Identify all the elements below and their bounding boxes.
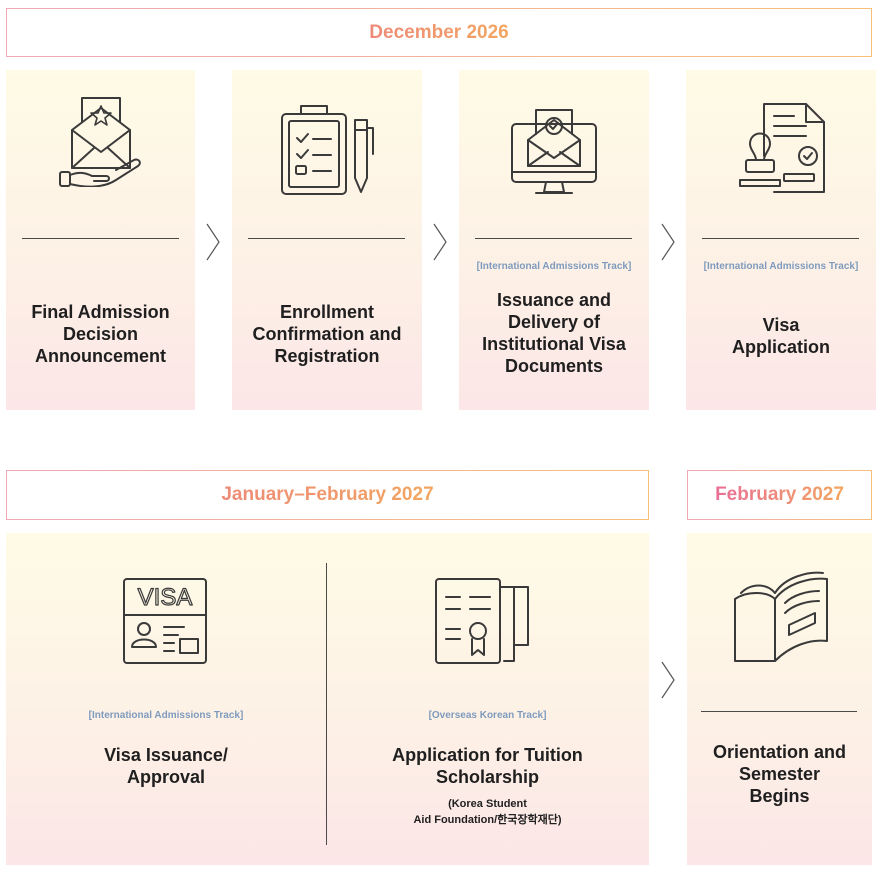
step-card-final-admission: Final Admission Decision Announcement	[6, 70, 195, 410]
divider-rule	[475, 238, 632, 239]
chevron-right-icon	[660, 222, 676, 262]
track-label: [International Admissions Track]	[88, 710, 244, 721]
step-card-visa-documents: [International Admissions Track] Issuanc…	[459, 70, 649, 410]
step-subtitle: (Korea Student Aid Foundation/한국장학재단)	[413, 798, 562, 826]
header-december-2026: December 2026	[6, 8, 872, 57]
step-card-orientation: Orientation and Semester Begins	[687, 533, 872, 865]
divider-rule	[22, 238, 179, 239]
chevron-right-icon	[432, 222, 448, 262]
divider-rule	[701, 711, 857, 712]
svg-text:VISA: VISA	[138, 584, 193, 611]
divider-rule	[248, 238, 405, 239]
step-title: Visa Issuance/ Approval	[104, 745, 228, 787]
step-title: Issuance and Delivery of Institutional V…	[482, 290, 626, 376]
track-label: [International Admissions Track]	[476, 261, 632, 272]
header-feb-2027: February 2027	[687, 470, 872, 520]
chevron-right-icon	[660, 660, 676, 700]
step-card-visa-scholarship: VISA [International Admissions Track] Vi…	[6, 533, 649, 865]
track-label: [Overseas Korean Track]	[428, 710, 547, 721]
track-label: [International Admissions Track]	[703, 261, 859, 272]
envelope-hand-icon	[56, 92, 146, 187]
certificate-scroll-icon	[432, 573, 536, 667]
step-title: Orientation and Semester Begins	[712, 742, 846, 806]
vertical-divider	[326, 563, 327, 845]
open-book-icon	[731, 569, 831, 669]
header-jan-feb-2027-text: January–February 2027	[221, 484, 434, 505]
step-title: Visa Application	[732, 315, 830, 357]
header-jan-feb-2027: January–February 2027	[6, 470, 649, 520]
step-card-visa-application: [International Admissions Track] Visa Ap…	[686, 70, 876, 410]
step-title: Final Admission Decision Announcement	[31, 302, 170, 366]
monitor-email-icon	[506, 100, 602, 196]
header-feb-2027-text: February 2027	[715, 484, 844, 505]
header-december-2026-text: December 2026	[369, 21, 509, 43]
divider-rule	[702, 238, 859, 239]
visa-card-icon: VISA	[120, 575, 210, 667]
clipboard-checklist-icon	[277, 102, 377, 198]
step-title: Enrollment Confirmation and Registration	[252, 302, 402, 366]
chevron-right-icon	[205, 222, 221, 262]
step-card-enrollment: Enrollment Confirmation and Registration	[232, 70, 422, 410]
document-stamp-icon	[734, 100, 830, 196]
step-title: Application for Tuition Scholarship	[392, 745, 583, 787]
